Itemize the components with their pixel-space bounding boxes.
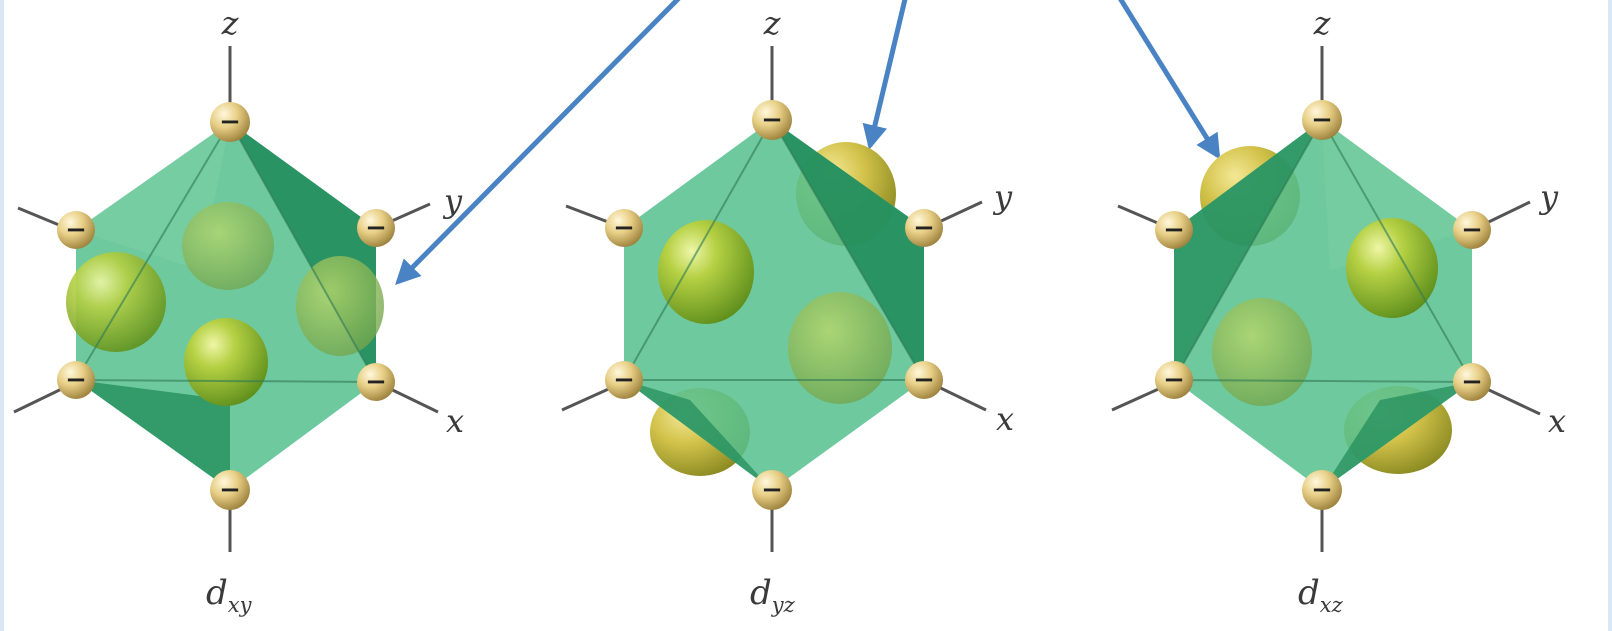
ligand-sphere: −: [57, 361, 95, 399]
arrow-to-dyz: [862, 0, 908, 151]
right-border: [1608, 0, 1612, 631]
ligand-sphere: −: [1453, 211, 1491, 249]
orbital-lobe-right: [296, 256, 384, 356]
ligand-sphere: −: [905, 361, 943, 399]
octahedron-edges: [1172, 117, 1474, 384]
svg-text:−: −: [365, 213, 387, 243]
svg-text:−: −: [913, 365, 935, 395]
orbital-lobe-front-upper: [1346, 218, 1438, 318]
svg-text:−: −: [1461, 367, 1483, 397]
arrows: [395, 0, 1221, 285]
svg-text:−: −: [365, 367, 387, 397]
orbital-lobe-front-upper: [658, 220, 754, 324]
orbital-label-dxy: dxy: [206, 573, 253, 617]
left-border: [0, 0, 4, 631]
orbital-label-dyz: dyz: [750, 573, 796, 617]
x-axis-label: x: [446, 402, 464, 440]
svg-text:−: −: [1163, 215, 1185, 245]
orbital-lobe-front: [184, 318, 268, 406]
svg-text:−: −: [613, 365, 635, 395]
octahedron-dxy: − − − − − − z y x dxy: [13, 4, 464, 617]
svg-text:−: −: [65, 215, 87, 245]
orbital-label-dxz: dxz: [1298, 573, 1344, 617]
ligand-sphere: −: [752, 100, 792, 140]
ligand-sphere: −: [1302, 470, 1342, 510]
svg-text:−: −: [65, 365, 87, 395]
ligand-sphere: −: [210, 470, 250, 510]
ligand-sphere: −: [605, 361, 643, 399]
octahedron-face-dark-lower: [1322, 382, 1472, 490]
ligand-sphere: −: [1302, 100, 1342, 140]
svg-text:−: −: [1163, 365, 1185, 395]
ligand-sphere: −: [210, 102, 250, 142]
svg-text:−: −: [613, 213, 635, 243]
svg-text:−: −: [1311, 475, 1333, 505]
y-axis-label: y: [992, 178, 1013, 216]
y-axis-label: y: [1538, 178, 1559, 216]
ligand-sphere: −: [357, 209, 395, 247]
ligand-sphere: −: [905, 209, 943, 247]
octahedron-dxz: − − − − − − z y x dxz: [1111, 4, 1566, 617]
octahedron-face-dark-lower: [624, 380, 772, 490]
orbital-lobe-left: [66, 252, 166, 352]
svg-text:−: −: [913, 213, 935, 243]
svg-text:−: −: [219, 107, 241, 137]
x-axis-label: x: [1548, 402, 1566, 440]
octahedron-edges: [622, 117, 926, 381]
ligand-sphere: −: [605, 209, 643, 247]
x-axis-label: x: [996, 400, 1014, 438]
arrow-to-dxz: [1118, 0, 1221, 160]
orbital-lobe-front-lower: [1212, 298, 1312, 406]
ligand-sphere: −: [752, 470, 792, 510]
svg-text:−: −: [1461, 215, 1483, 245]
ligand-sphere: −: [1155, 361, 1193, 399]
svg-text:−: −: [761, 475, 783, 505]
svg-text:−: −: [761, 105, 783, 135]
octahedron-edges: [74, 120, 378, 384]
z-axis-label: z: [221, 4, 240, 42]
octahedron-face-light: [1322, 120, 1472, 270]
ligand-sphere: −: [1453, 363, 1491, 401]
arrow-to-dxy: [395, 0, 681, 285]
octahedron-dyz: − − − − − − z y x dyz: [561, 4, 1014, 617]
ligand-sphere: −: [57, 211, 95, 249]
y-axis-label: y: [442, 182, 463, 220]
octahedron-face-dark-lower: [76, 380, 230, 490]
ligand-sphere: −: [357, 363, 395, 401]
ligand-sphere: −: [1155, 211, 1193, 249]
svg-text:−: −: [1311, 105, 1333, 135]
svg-text:−: −: [219, 475, 241, 505]
z-axis-label: z: [763, 4, 782, 42]
orbital-lobe-back: [182, 202, 274, 290]
z-axis-label: z: [1313, 4, 1332, 42]
orbital-lobe-front-lower: [788, 292, 892, 404]
